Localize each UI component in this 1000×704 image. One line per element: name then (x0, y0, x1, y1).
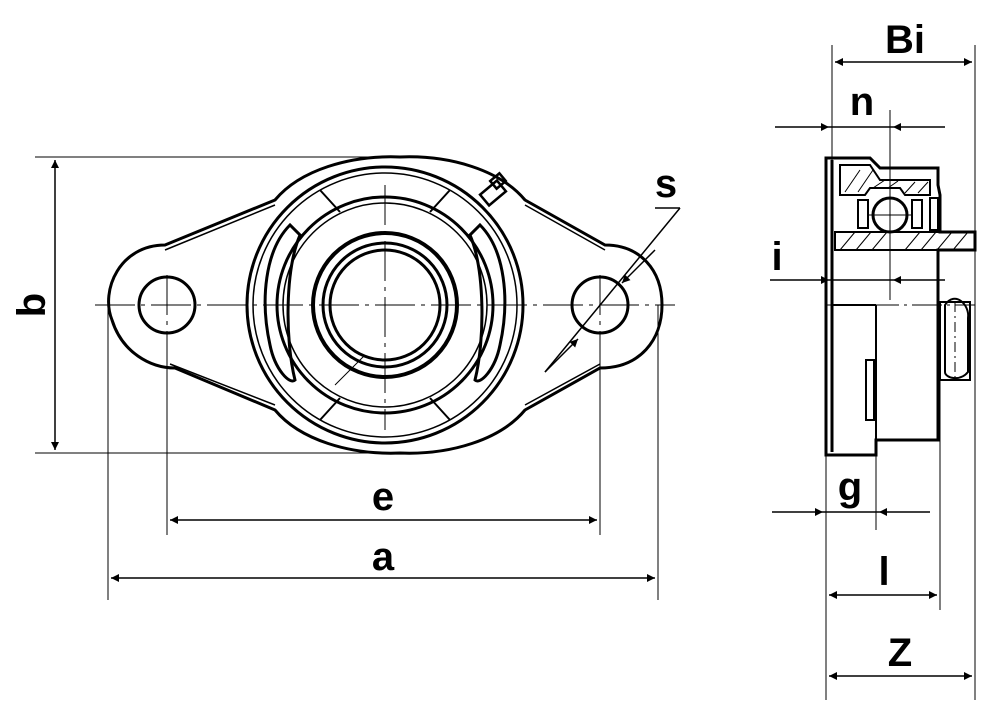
dimension-s-label: s (655, 162, 677, 206)
grease-nipple-icon (478, 171, 508, 208)
dimension-g: g (772, 455, 930, 700)
set-screw-icon (939, 297, 971, 381)
front-view (95, 155, 675, 455)
dimension-a: a (107, 305, 659, 600)
dimension-e-label: e (372, 475, 394, 519)
side-view (824, 156, 977, 457)
dimension-b-label: b (10, 293, 54, 317)
dimension-l: l (829, 380, 941, 610)
dimension-b: b (10, 156, 400, 454)
center-lines (95, 185, 675, 430)
dimension-z: Z (829, 631, 972, 680)
dimension-g-label: g (838, 465, 862, 509)
dimension-n-label: n (850, 80, 874, 124)
dimension-z-label: Z (888, 631, 912, 675)
dimension-i-label: i (771, 235, 782, 279)
dimension-i: i (770, 235, 945, 284)
dimension-bi: Bi (831, 18, 976, 700)
dimension-e: e (166, 335, 601, 535)
dimension-a-label: a (372, 535, 395, 579)
dimension-bi-label: Bi (885, 18, 925, 62)
dimension-n: n (775, 80, 945, 190)
dimension-s: s (544, 162, 681, 373)
dimension-l-label: l (878, 550, 889, 594)
